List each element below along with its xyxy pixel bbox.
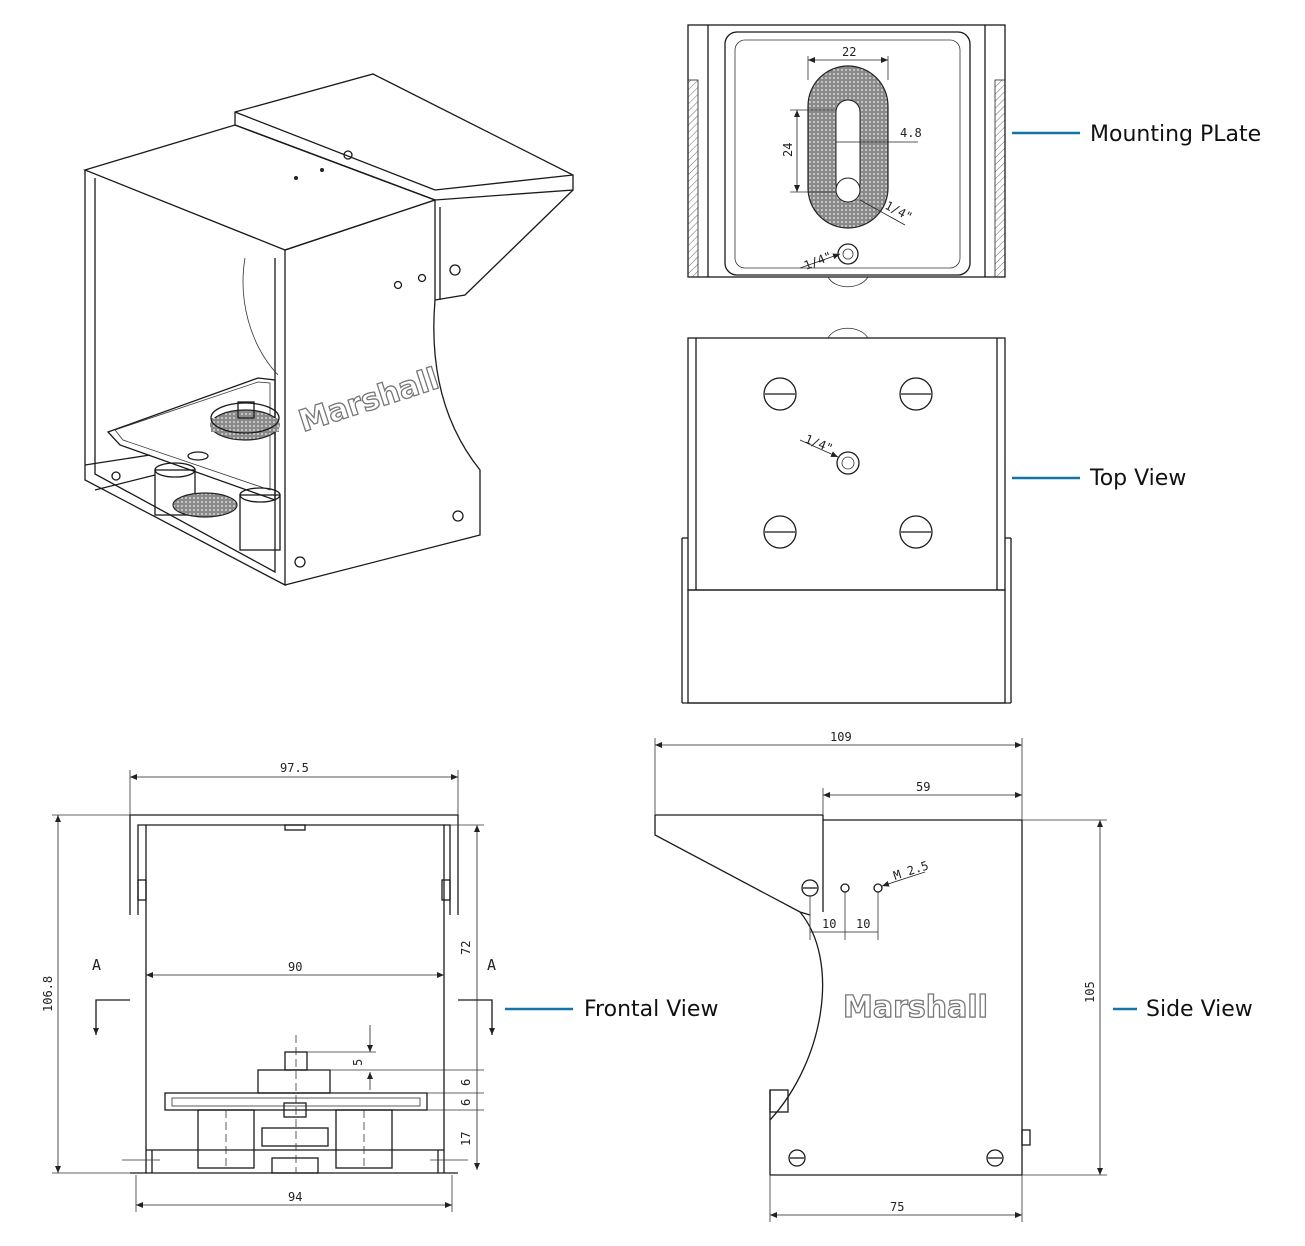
fv-dim-6b: 6 xyxy=(459,1099,473,1106)
sv-dim-75: 75 xyxy=(890,1200,904,1214)
frontal-view-label: Frontal View xyxy=(584,997,718,1022)
sv-dim-m2-5: M 2.5 xyxy=(892,858,931,882)
side-view: Marshall 109 59 75 105 10 10 M 2.5 Side … xyxy=(654,730,1253,1222)
fv-dim-6a: 6 xyxy=(459,1079,473,1086)
fv-section-a-left: A xyxy=(92,956,101,974)
fv-dim-5: 5 xyxy=(351,1059,365,1066)
fv-dim-90: 90 xyxy=(288,960,302,974)
top-view: 1/4" Top View xyxy=(681,327,1186,704)
isometric-view: Marshall xyxy=(83,73,574,587)
sv-dim-105: 105 xyxy=(1083,981,1097,1003)
frontal-view: 97.5 90 94 106.8 72 5 6 6 17 A A Frontal… xyxy=(41,761,718,1212)
side-logo: Marshall xyxy=(843,990,988,1025)
fv-dim-17: 17 xyxy=(459,1132,473,1146)
mounting-plate-view: 22 24 4.8 1/4" 1/4" Mounting PLate xyxy=(687,24,1261,288)
mounting-plate-label: Mounting PLate xyxy=(1090,122,1261,147)
mp-dim-4-8: 4.8 xyxy=(900,126,922,140)
sv-dim-109: 109 xyxy=(830,730,852,744)
screw-heads xyxy=(763,377,933,549)
sv-dim-10b: 10 xyxy=(856,917,870,931)
fv-dim-97-5: 97.5 xyxy=(280,761,309,775)
mp-dim-quarter-1: 1/4" xyxy=(883,198,915,224)
mp-dim-quarter-2: 1/4" xyxy=(802,249,834,273)
mp-dim-22: 22 xyxy=(842,45,856,59)
fv-section-a-right: A xyxy=(487,956,496,974)
fv-dim-72: 72 xyxy=(459,941,473,955)
fv-dim-106-8: 106.8 xyxy=(41,976,55,1012)
top-view-label: Top View xyxy=(1089,466,1186,491)
mp-dim-24: 24 xyxy=(781,143,795,157)
tv-dim-quarter: 1/4" xyxy=(803,432,835,456)
fv-dim-94: 94 xyxy=(288,1190,302,1204)
sv-dim-59: 59 xyxy=(916,780,930,794)
iso-logo: Marshall xyxy=(295,362,444,440)
sv-dim-10a: 10 xyxy=(822,917,836,931)
side-view-label: Side View xyxy=(1146,997,1253,1022)
